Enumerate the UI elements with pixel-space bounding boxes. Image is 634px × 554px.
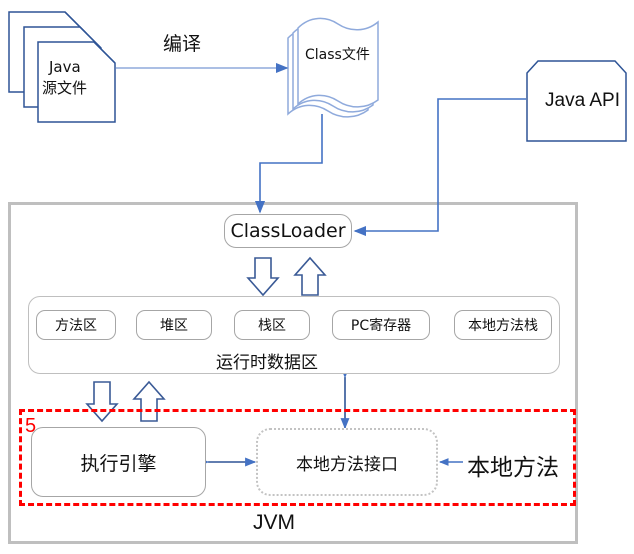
region-native-method-stack[interactable]: 本地方法栈 (454, 310, 552, 340)
java-source-label-line2: 源文件 (42, 79, 88, 97)
down-block-arrow-icon (246, 257, 280, 297)
native-methods-label: 本地方法 (467, 455, 559, 481)
class-file-label: Class文件 (305, 47, 370, 63)
java-api-label: Java API (545, 90, 620, 111)
native-method-interface-box[interactable]: 本地方法接口 (256, 428, 438, 496)
class-loader-box[interactable]: ClassLoader (224, 214, 352, 248)
java-source-label-line1: Java (49, 58, 81, 76)
region-stack[interactable]: 栈区 (234, 310, 310, 340)
region-heap[interactable]: 堆区 (136, 310, 212, 340)
region-method-area[interactable]: 方法区 (36, 310, 116, 340)
annotation-number: 5 (25, 415, 37, 437)
region-pc-register[interactable]: PC寄存器 (332, 310, 430, 340)
compile-label: 编译 (163, 33, 202, 55)
execution-engine-box[interactable]: 执行引擎 (31, 427, 206, 497)
highlight-region (19, 409, 576, 506)
up-block-arrow-icon (293, 256, 327, 296)
runtime-data-area-label: 运行时数据区 (216, 353, 318, 373)
jvm-title: JVM (253, 511, 295, 534)
